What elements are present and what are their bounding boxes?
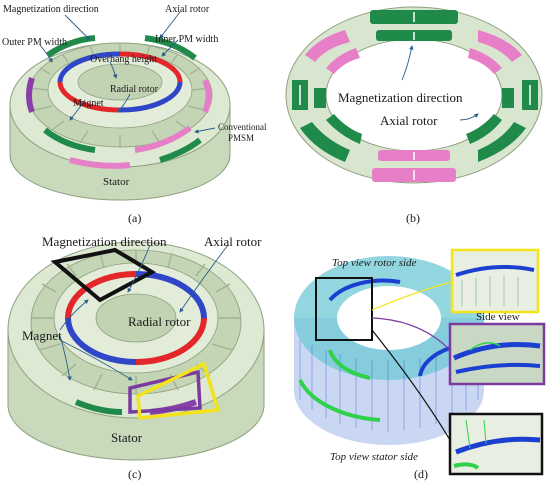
- axial-magnets-b: [292, 10, 538, 182]
- label-magnet-a: Magnet: [73, 98, 104, 109]
- caption-c: (c): [128, 467, 141, 481]
- stator-teeth-a: [29, 43, 211, 148]
- label-axial-rotor-c: Axial rotor: [204, 234, 262, 249]
- label-magnetization-b: Magnetization direction: [338, 90, 463, 105]
- label-inner-pm-width: Inner PM width: [155, 34, 218, 45]
- leaders-a: [39, 11, 216, 134]
- label-top-view-rotor: Top view rotor side: [332, 257, 417, 269]
- field-cloud-hole: [337, 286, 441, 350]
- zoom-selection-box: [315, 277, 373, 341]
- inset-connectors: [371, 281, 453, 441]
- label-outer-pm-width: Outer PM width: [2, 37, 67, 48]
- magnet-arc-green-d: [328, 349, 371, 380]
- label-radial-rotor-c: Radial rotor: [128, 314, 191, 329]
- shaft-hole-c: [95, 293, 177, 343]
- panel-d: Top view rotor side Side view Top view s…: [294, 248, 546, 481]
- radial-magnet-blue-a: [57, 51, 121, 83]
- radial-magnet-red-c: [65, 271, 137, 319]
- radial-magnet-red-a: [119, 51, 183, 83]
- magnet-arc-green2-d: [298, 379, 381, 422]
- label-conventional: Conventional: [218, 122, 267, 132]
- shaft-hole-a: [77, 63, 163, 101]
- label-stator-c: Stator: [111, 430, 143, 445]
- radial-magnet-blue2-c: [65, 317, 137, 365]
- panel-a: Magnetization direction Axial rotor Oute…: [2, 4, 267, 225]
- panel-c: Magnetization direction Axial rotor Radi…: [7, 234, 265, 481]
- label-radial-rotor-a: Radial rotor: [110, 84, 159, 95]
- magnet-arc-blue2-d: [418, 346, 451, 377]
- label-axial-rotor-b: Axial rotor: [380, 113, 438, 128]
- leaders-c: [59, 244, 229, 381]
- label-top-view-stator: Top view stator side: [330, 451, 418, 463]
- radial-magnet-red2-c: [135, 317, 207, 365]
- inset-side-view: [448, 322, 546, 386]
- label-magnet-c: Magnet: [22, 328, 62, 343]
- leaders-b: [401, 45, 479, 121]
- caption-b: (b): [406, 211, 420, 225]
- label-side-view: Side view: [476, 311, 520, 323]
- label-magnetization-c: Magnetization direction: [42, 234, 167, 249]
- label-stator-a: Stator: [103, 176, 130, 188]
- inset-stator-side: [448, 412, 544, 476]
- axial-magnets-a: [26, 35, 212, 169]
- caption-d: (d): [414, 467, 428, 481]
- magnetization-arrows-b: [299, 12, 531, 180]
- magnet-arc-blue-d: [328, 278, 401, 302]
- label-axial-rotor-a: Axial rotor: [165, 4, 210, 15]
- caption-a: (a): [128, 211, 141, 225]
- label-magnetization-a: Magnetization direction: [3, 4, 99, 15]
- radial-magnet-red2-a: [57, 81, 121, 113]
- flux-loop-black: [50, 247, 157, 303]
- inset-rotor-side: [450, 248, 540, 314]
- flux-loop-yellow: [136, 361, 221, 420]
- radial-magnet-blue2-a: [119, 81, 183, 113]
- label-pmsm: PMSM: [228, 133, 254, 143]
- panel-b: Magnetization direction Axial rotor (b): [285, 6, 543, 225]
- label-overhang-height: Overhang height: [90, 54, 157, 65]
